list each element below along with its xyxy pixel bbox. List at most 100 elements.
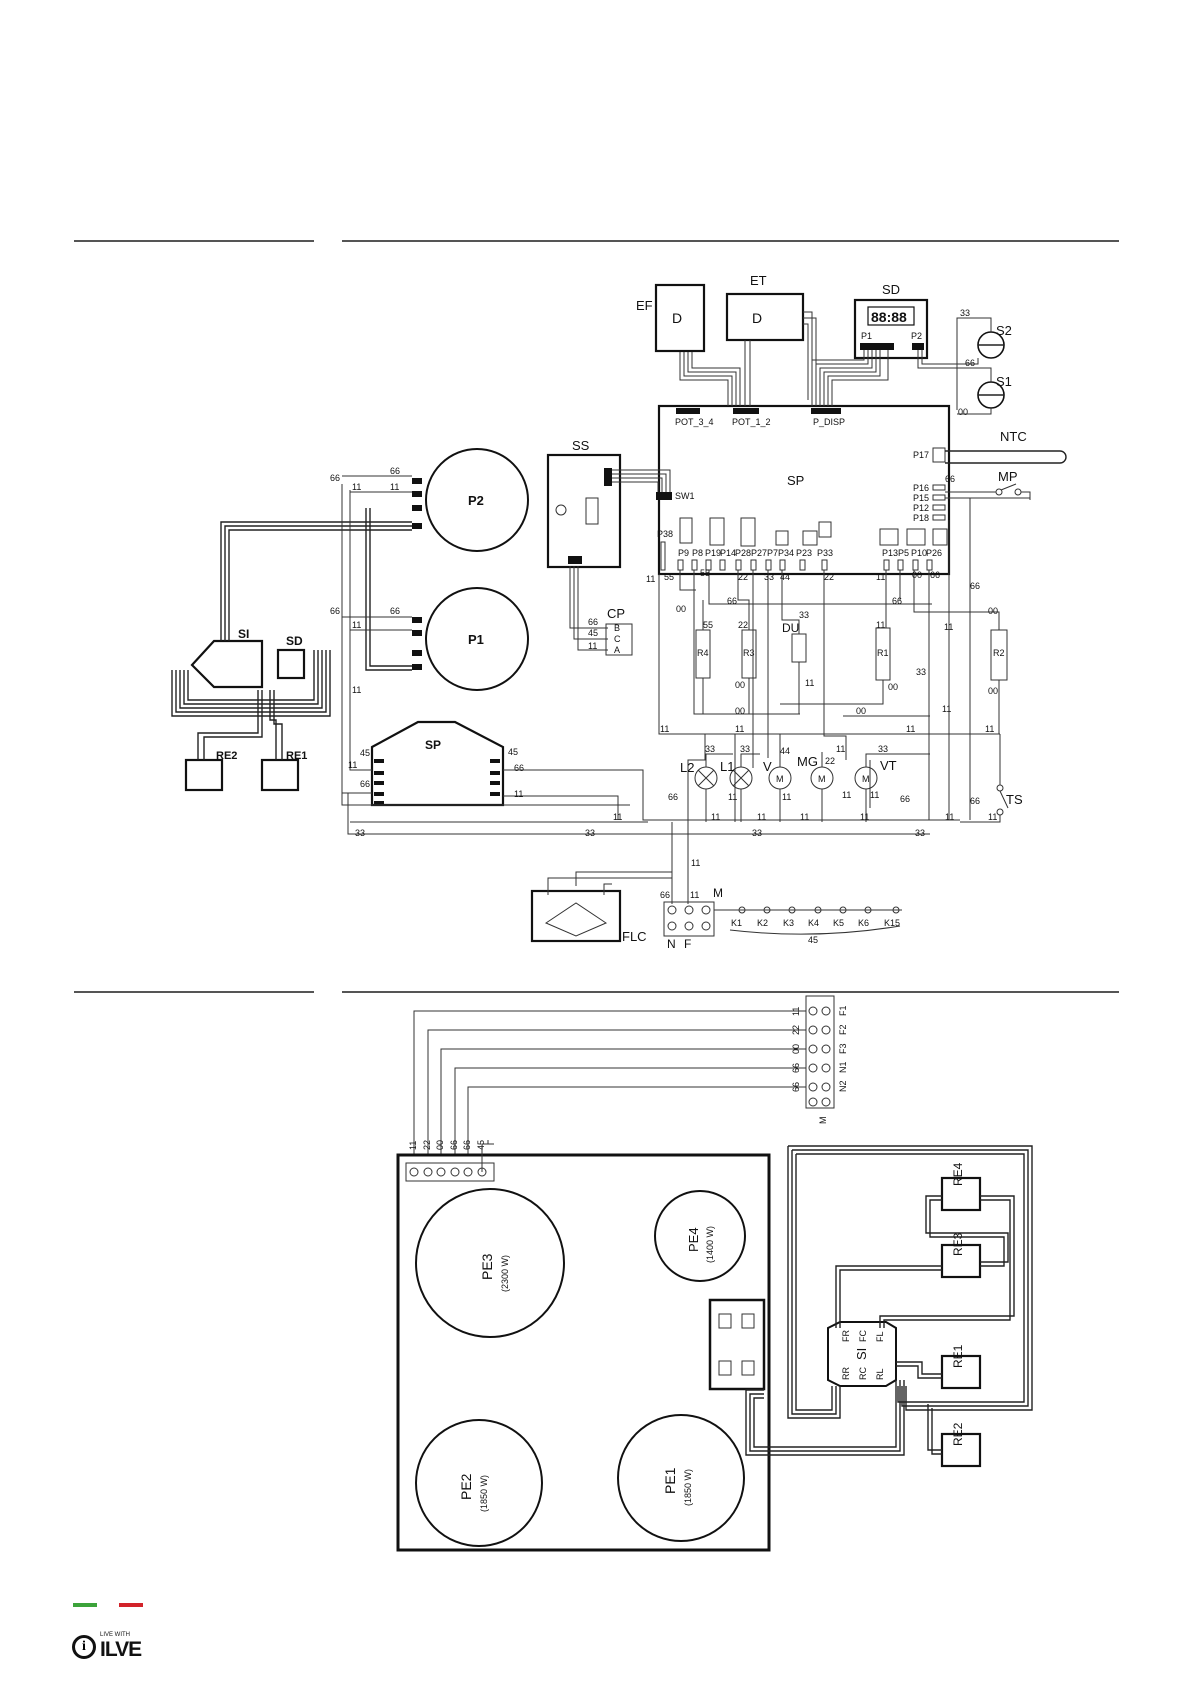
re1-label: RE1: [286, 750, 307, 762]
hob-w5: 45: [476, 1140, 486, 1150]
key-k1: K1: [731, 918, 742, 928]
load-wire-11a: 11: [836, 744, 845, 754]
wire-s1-66: 66: [965, 358, 975, 368]
key-k3: K3: [783, 918, 794, 928]
load-wire-22: 22: [825, 756, 835, 766]
k-contacts: [738, 906, 900, 914]
wire-s1-00: 00: [958, 407, 968, 417]
wire-b-11i: 11: [906, 724, 915, 734]
top-wiring-diagram: SP POT_3_4 POT_1_2 P_DISP P17 P16 P15 P1…: [171, 273, 1067, 951]
wire-b-66d: 66: [945, 474, 955, 484]
hob-terminal-screws: [409, 1167, 487, 1177]
wire-sp-45: 45: [360, 748, 370, 758]
hob-w3: 66: [449, 1140, 459, 1150]
wire-b-22a: 22: [738, 572, 748, 582]
et-label: ET: [750, 273, 767, 288]
hob-terminal-wire-labels: 11 22 00 66 66 45: [408, 1140, 486, 1150]
sd-display: [867, 306, 915, 326]
board-pins-top: [676, 408, 841, 414]
load-wire-11e: 11: [870, 790, 879, 800]
key-k15: K15: [884, 918, 900, 928]
cp-pin-a: A: [614, 645, 620, 655]
wire-b-55b: 55: [700, 568, 710, 578]
sd-p1-pins: [860, 343, 894, 350]
wire-b-66b: 66: [930, 570, 940, 580]
strip-labels: F1 F2 F3 N1 N2 M 11 22 00 66 66: [791, 1005, 848, 1124]
term-wire-11b: 11: [691, 858, 700, 868]
sp-small-pins: [374, 759, 500, 805]
load-wire-33b: 33: [740, 744, 750, 754]
p1-plate: [425, 587, 529, 691]
wire-b-00d: 00: [988, 686, 998, 696]
plate-terminals: [412, 478, 422, 670]
s2-label: S2: [996, 323, 1012, 338]
wire-b-44: 44: [780, 572, 790, 582]
wire-b-33a: 33: [764, 572, 774, 582]
wire-b-11h: 11: [735, 724, 744, 734]
re2-bottom-label: RE2: [951, 1422, 965, 1446]
wire-b-33c: 33: [916, 667, 926, 677]
left-harness: [171, 508, 412, 760]
et-component: [725, 292, 805, 342]
cp-pin-b: B: [614, 623, 620, 633]
p16-label: P16: [913, 483, 929, 493]
bus-wire-11d: 11: [800, 812, 809, 822]
p38-connector: [660, 541, 666, 571]
ts-switch: [960, 734, 1009, 823]
l2-label: L2: [680, 760, 694, 775]
zone-pe2-label: PE2: [458, 1473, 474, 1500]
wire-b-00b: 00: [912, 570, 922, 580]
si-pin-fr: FR: [841, 1330, 851, 1342]
r2-label: R2: [993, 648, 1005, 658]
zone-pe2-power: (1850 W): [479, 1475, 489, 1512]
re2-label: RE2: [216, 750, 237, 762]
mg-label: MG: [797, 754, 818, 769]
load-wire-11d: 11: [842, 790, 851, 800]
p2-label: P2: [468, 493, 484, 508]
wire-p2-66b: 66: [390, 466, 400, 476]
pot12-label: POT_1_2: [732, 417, 771, 427]
wire-bus-11: 11: [352, 685, 361, 695]
wire-b-66c: 66: [892, 596, 902, 606]
wire-b-00c: 00: [988, 606, 998, 616]
n-label: N: [667, 937, 676, 951]
terminal-screws: [667, 905, 711, 931]
hob-terminal-block: [405, 1162, 495, 1182]
flc-filter: [530, 889, 622, 943]
flc-label: FLC: [622, 929, 647, 944]
s1-label: S1: [996, 374, 1012, 389]
bus-wire-11a: 11: [613, 812, 622, 822]
wire-b-11g: 11: [660, 724, 669, 734]
term-wire-66: 66: [660, 890, 670, 900]
board-to-load-wires: [658, 498, 1000, 822]
re4-regulator: [940, 1176, 982, 1212]
cp-wire-11: 11: [588, 641, 597, 651]
p15-label: P15: [913, 493, 929, 503]
sp-board-label: SP: [787, 473, 804, 488]
si-pin-fl: FL: [875, 1331, 885, 1342]
sd-small-label: SD: [286, 634, 303, 648]
zone-pe2: [415, 1419, 543, 1547]
ntc-label: NTC: [1000, 429, 1027, 444]
hob-ground: [481, 1140, 494, 1172]
sw1-label: SW1: [675, 491, 695, 501]
ef-component: [654, 283, 706, 353]
cp-wire-45: 45: [588, 628, 598, 638]
cp-label: CP: [607, 606, 625, 621]
wire-p2-11: 11: [352, 482, 361, 492]
conn-p14: P14: [720, 548, 736, 558]
term-wire-11: 11: [690, 890, 699, 900]
re3-regulator: [940, 1243, 982, 1279]
wire-sp-45b: 45: [508, 747, 518, 757]
top-harness-wires: [679, 311, 889, 406]
load-wire-33a: 33: [705, 744, 715, 754]
load-wire-44: 44: [780, 746, 790, 756]
si-pin-rl: RL: [875, 1368, 885, 1380]
p38-label: P38: [657, 529, 673, 539]
strip-f2: F2: [838, 1024, 848, 1035]
svg-text:M: M: [818, 774, 826, 784]
main-terminal-block: [663, 901, 715, 937]
l1-label: L1: [720, 759, 734, 774]
load-wire-66: 66: [900, 794, 910, 804]
cp-wires: [569, 566, 608, 651]
